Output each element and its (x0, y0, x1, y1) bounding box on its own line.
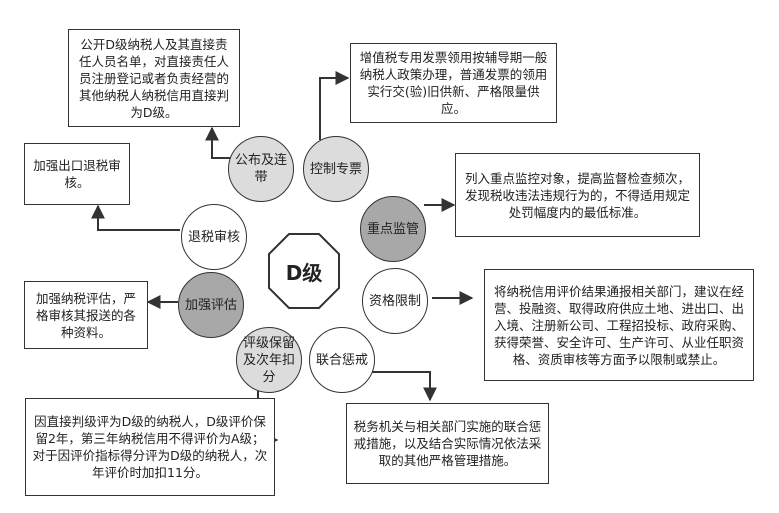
box-tuishui: 加强出口退税审核。 (24, 143, 130, 205)
node-zhongdian: 重点监管 (360, 196, 426, 262)
arrow-tuishui (91, 204, 180, 231)
box-lianhe: 税务机关与相关部门实施的联合惩戒措施，以及结合实际情况依法采取的其他严格管理措施… (346, 403, 549, 484)
center-label: D级 (285, 260, 323, 285)
box-zige: 将纳税信用评价结果通报相关部门，建议在经营、投融资、取得政府供应土地、进出口、出… (484, 269, 754, 381)
box-kongzhi: 增值税专用发票领用按辅导期一般纳税人政策办理，普通发票的领用实行交(验)旧供新、… (350, 43, 557, 123)
box-zhongdian: 列入重点监控对象，提高监督检查频次，发现税收违法违规行为的，不得适用规定处罚幅度… (455, 153, 700, 237)
arrow-kongzhi (319, 71, 350, 140)
box-gongbu: 公开D级纳税人及其直接责任人员名单，对直接责任人员注册登记或者负责经营的其他纳税… (68, 29, 240, 127)
box-jiaqiang: 加强纳税评估，严格审核其报送的各种资料。 (24, 281, 148, 349)
node-kongzhi: 控制专票 (303, 136, 369, 202)
node-tuishui: 退税审核 (181, 204, 247, 270)
node-jiaqiang: 加强评估 (178, 272, 244, 338)
arrow-lianhe (370, 371, 437, 402)
center-octagon: D级 (268, 233, 340, 309)
node-pingji: 评级保留及次年扣分 (236, 327, 302, 393)
node-lianhe: 联合惩戒 (309, 327, 375, 393)
node-zige: 资格限制 (362, 268, 428, 334)
box-pingji: 因直接判级评为D级的纳税人，D级评价保留2年，第三年纳税信用不得评价为A级；对于… (25, 398, 275, 496)
node-gongbu: 公布及连带 (228, 136, 294, 202)
